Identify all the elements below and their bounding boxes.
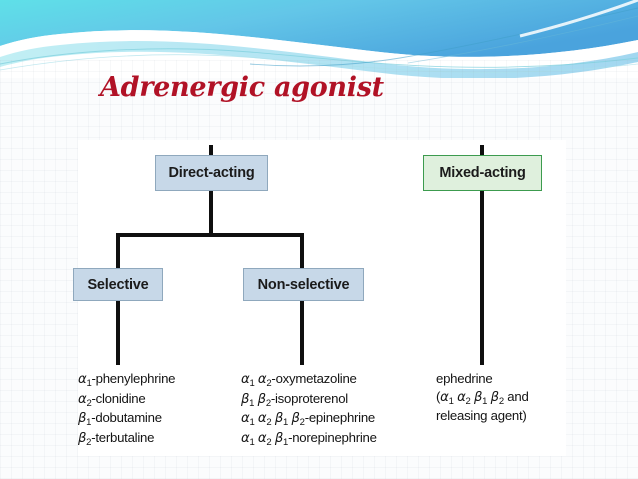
drug-list-mixed-acting: ephedrine (α1 α2 β1 β2 and releasing age… xyxy=(436,370,529,425)
list-item: α2-clonidine xyxy=(78,390,146,409)
drug-list-selective: α1-phenylephrine α2-clonidine β1-dobutam… xyxy=(78,370,176,448)
list-item: α1 α2 β1-norepinephrine xyxy=(241,429,377,448)
list-item: releasing agent) xyxy=(436,408,527,423)
page-title: Adrenergic agonist xyxy=(100,72,384,103)
list-item: β1-dobutamine xyxy=(78,410,162,428)
adrenergic-agonist-flowchart: Direct-acting Mixed-acting Selective Non… xyxy=(73,140,566,456)
connector-horizontal-bar xyxy=(116,233,304,237)
list-item: β2-terbutaline xyxy=(78,429,155,448)
node-mixed-acting[interactable]: Mixed-acting xyxy=(423,155,542,191)
connector-nonselective-to-list xyxy=(300,299,304,365)
connector-direct-top xyxy=(209,145,213,157)
connector-drop-selective xyxy=(116,233,120,270)
list-item: β1 β2-isoproterenol xyxy=(241,390,348,409)
drug-list-non-selective: α1 α2-oxymetazoline β1 β2-isoproterenol … xyxy=(241,370,377,448)
connector-selective-to-list xyxy=(116,299,120,365)
connector-mixed-to-list xyxy=(480,189,484,365)
node-non-selective[interactable]: Non-selective xyxy=(243,268,364,301)
list-item: ephedrine xyxy=(436,371,493,386)
list-item: α1 α2-oxymetazoline xyxy=(241,371,357,389)
list-item: α1 α2 β1 β2-epinephrine xyxy=(241,410,376,428)
connector-mixed-top xyxy=(480,145,484,157)
node-selective[interactable]: Selective xyxy=(73,268,163,301)
connector-direct-bottom xyxy=(209,189,213,235)
list-item: α1-phenylephrine xyxy=(78,371,176,389)
list-item: (α1 α2 β1 β2 and xyxy=(436,388,529,407)
node-direct-acting[interactable]: Direct-acting xyxy=(155,155,268,191)
header-swoosh-decoration xyxy=(0,0,638,78)
connector-drop-nonselective xyxy=(300,233,304,270)
